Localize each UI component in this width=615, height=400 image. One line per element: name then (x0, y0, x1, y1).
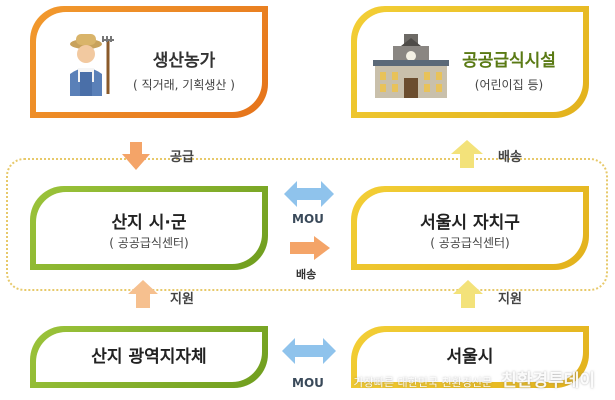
seoul-district-box: 서울시 자치구 ( 공공급식센터) (351, 186, 589, 270)
support-right-arrow (453, 280, 483, 308)
school-building-icon (373, 34, 449, 98)
support-left-label: 지원 (170, 292, 194, 307)
origin-region-box: 산지 광역지자체 (30, 326, 268, 388)
delivery-top-label: 배송 (498, 150, 522, 165)
mou-middle-label: MOU (292, 212, 324, 226)
district-level-frame (6, 158, 608, 291)
seoul-district-title: 서울시 자치구 (420, 213, 520, 233)
producer-title: 생산농가 (152, 51, 216, 71)
support-right-label: 지원 (498, 292, 522, 307)
watermark-small-text: 가장빠른 대한민국 친환경신문 (353, 376, 493, 389)
school-meal-box: 공공급식시설 (어린이집 등) (351, 6, 589, 118)
origin-region-title: 산지 광역지자체 (91, 347, 207, 367)
supply-arrow (122, 142, 150, 170)
origin-city-subtitle: ( 공공급식센터) (109, 236, 189, 250)
support-left-arrow (128, 280, 158, 308)
mou-middle-arrow (284, 181, 334, 207)
seoul-box: 서울시 (351, 326, 589, 388)
farmer-icon (70, 34, 114, 96)
producer-box: 생산농가 ( 직거래, 기획생산 ) (30, 6, 268, 118)
seoul-title: 서울시 (446, 347, 494, 367)
producer-subtitle: ( 직거래, 기획생산 ) (133, 78, 235, 92)
delivery-middle-arrow (290, 236, 330, 260)
mou-bottom-label: MOU (292, 376, 324, 390)
school-meal-title: 공공급식시설 (462, 51, 556, 71)
mou-bottom-arrow (282, 338, 336, 364)
school-meal-subtitle: (어린이집 등) (474, 78, 544, 92)
delivery-top-arrow (451, 140, 483, 168)
supply-label: 공급 (170, 150, 194, 165)
origin-city-title: 산지 시·군 (111, 213, 187, 233)
watermark-brand: 친환경투데이 (501, 371, 595, 391)
seoul-district-subtitle: ( 공공급식센터) (430, 236, 510, 250)
origin-city-box: 산지 시·군 ( 공공급식센터) (30, 186, 268, 270)
watermark: 가장빠른 대한민국 친환경신문 친환경투데이 (354, 366, 596, 391)
delivery-middle-label: 배송 (296, 268, 317, 281)
